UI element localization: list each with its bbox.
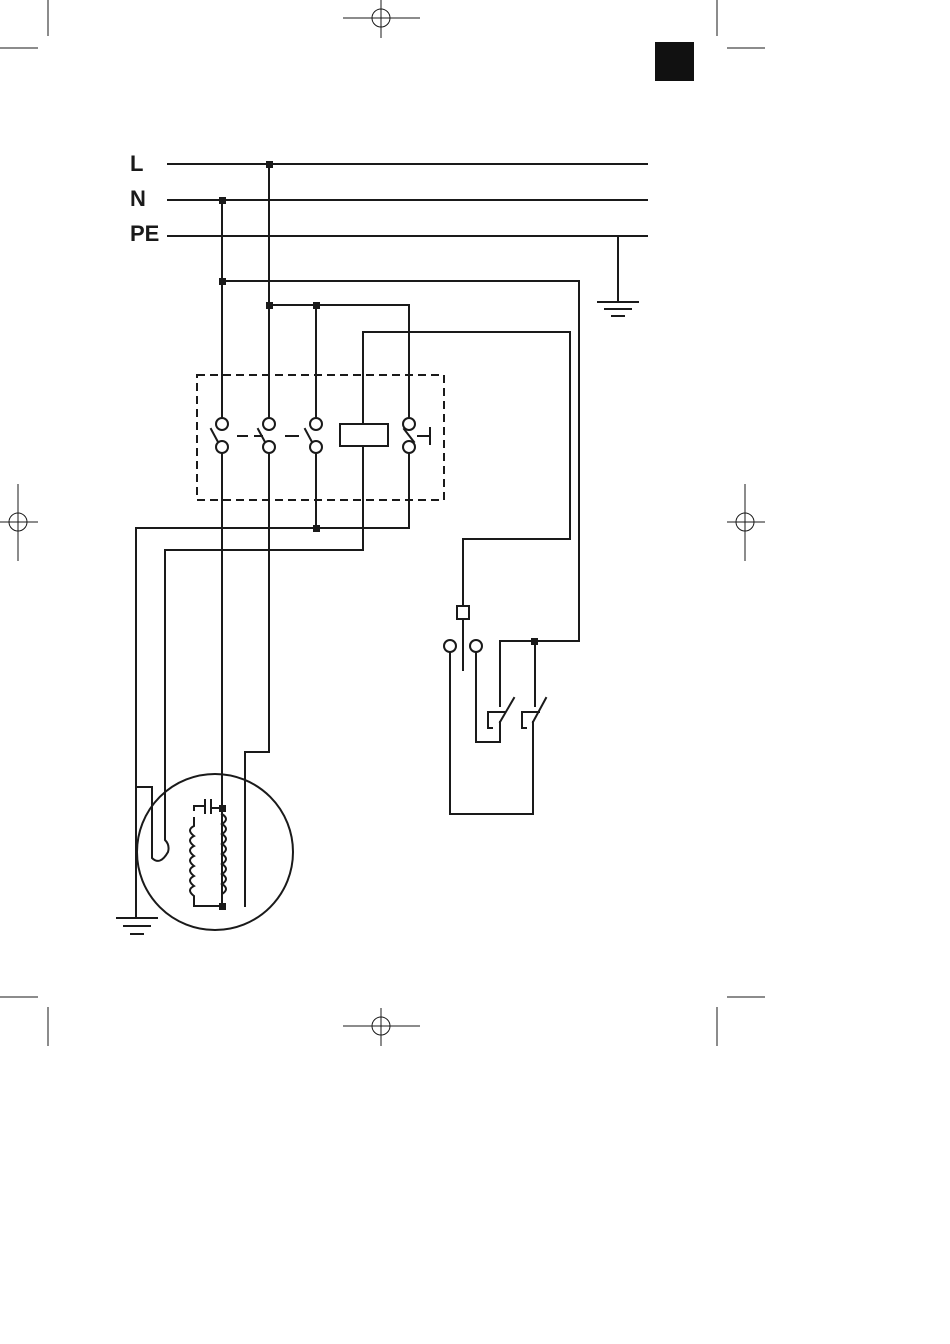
switch-icon [211,428,430,444]
terminal-icon [470,640,482,652]
terminal-icon [310,418,322,430]
registration-mark-icon [727,484,765,561]
motor-icon [137,774,293,930]
registration-mark-icon [343,0,420,38]
terminal-icon [403,418,415,430]
contactor-enclosure [197,375,444,500]
terminal-icon [403,441,415,453]
contactor-coil-icon [340,424,388,446]
junctions [219,161,538,910]
label-line: L [130,151,143,176]
terminal-icon [263,418,275,430]
registration-mark-icon [0,484,38,561]
crop-marks [0,0,765,1046]
registration-mark-icon [343,1008,420,1046]
ground-icon [117,918,157,934]
label-neutral: N [130,186,146,211]
push-button-station [444,606,546,814]
terminal-icon [444,640,456,652]
capacitor-icon [194,800,222,813]
wires [136,164,579,918]
terminal-icon [216,418,228,430]
corner-tab [655,42,694,81]
coil-icon [190,814,226,906]
ground-icon [598,236,638,316]
supply-lines [168,164,647,236]
label-protective-earth: PE [130,221,159,246]
switch-icon [457,606,469,619]
